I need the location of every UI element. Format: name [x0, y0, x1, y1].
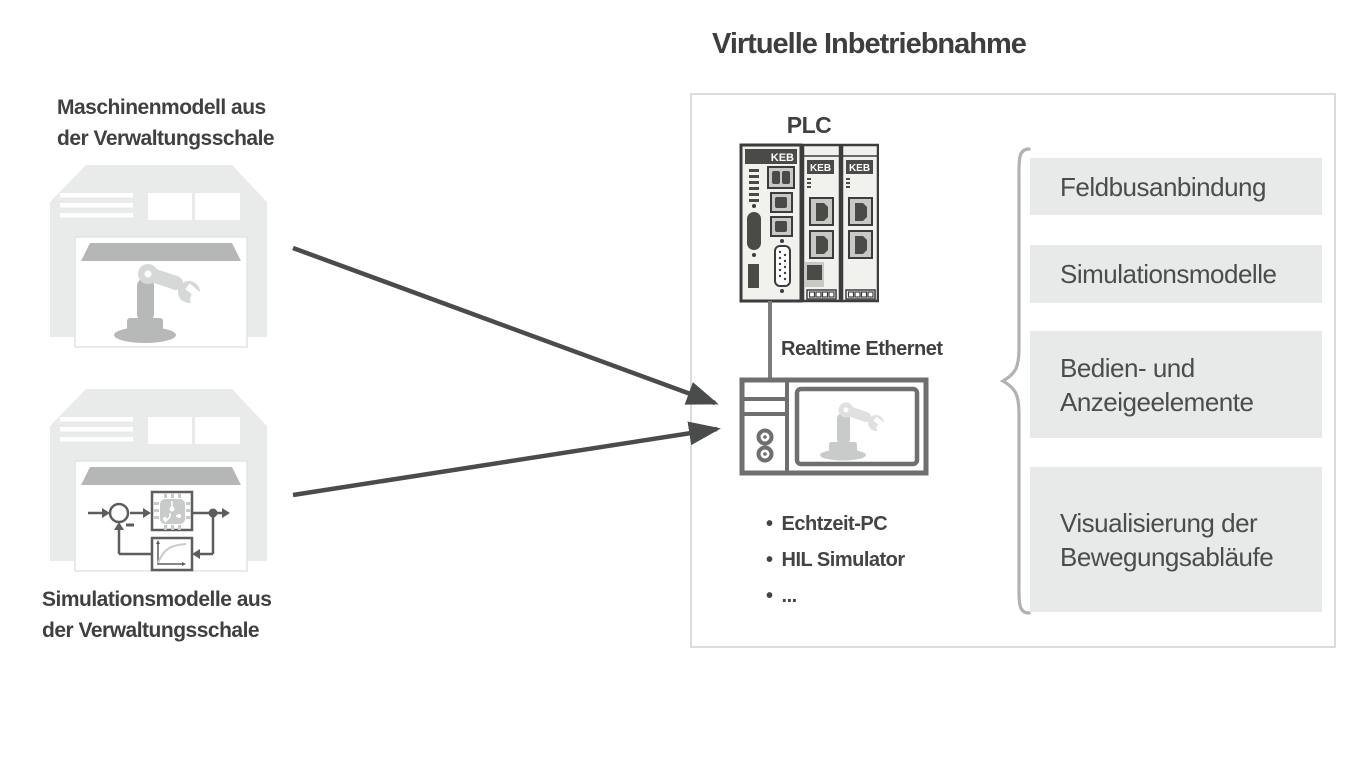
list-item: •Echtzeit-PC	[766, 513, 888, 535]
source-label-machine-model: Maschinenmodell aus der Verwaltungsschal…	[57, 92, 275, 154]
source-label-line2: der Verwaltungsschale	[57, 127, 275, 150]
realtime-ethernet-label: Realtime Ethernet	[781, 338, 943, 360]
list-item: •HIL Simulator	[766, 549, 905, 571]
factory-control-loop-icon	[50, 389, 267, 572]
feature-box-fieldbus: Feldbusanbindung	[1030, 158, 1322, 215]
plc-device-icon: KEB KEB	[739, 143, 879, 303]
feature-label: Simulationsmodelle	[1060, 259, 1277, 289]
bullet-icon: •	[766, 585, 773, 607]
realtime-ethernet-connector-line	[768, 301, 772, 381]
keb-logo-text: KEB	[849, 163, 870, 174]
feature-label: Bedien- und Anzeigeelemente	[1060, 352, 1254, 417]
plc-label: PLC	[786, 112, 832, 138]
robot-arm-icon	[114, 264, 203, 343]
source-label-line1: Simulationsmodelle aus	[42, 588, 272, 611]
bullet-icon: •	[766, 513, 773, 535]
arrow-simulation-models-to-pc	[292, 421, 721, 498]
source-label-line2: der Verwaltungsschale	[42, 619, 260, 642]
feature-label: Feldbusanbindung	[1060, 171, 1266, 202]
feature-box-simulation-models: Simulationsmodelle	[1030, 245, 1322, 303]
list-item: •...	[766, 585, 797, 607]
keb-logo-text: KEB	[771, 152, 794, 164]
source-label-simulation-models: Simulationsmodelle aus der Verwaltungssc…	[42, 584, 272, 646]
feature-label: Visualisierung der Bewegungsabläufe	[1060, 507, 1274, 572]
curly-brace-icon	[999, 147, 1031, 615]
keb-logo-text: KEB	[810, 163, 831, 174]
feature-box-operating-display-elements: Bedien- und Anzeigeelemente	[1030, 331, 1322, 438]
robot-arm-icon	[820, 402, 886, 461]
bullet-icon: •	[766, 549, 773, 571]
realtime-pc-icon	[739, 377, 929, 476]
arrow-machine-model-to-pc	[292, 245, 719, 406]
factory-robot-icon	[50, 165, 267, 348]
page-title: Virtuelle Inbetriebnahme	[712, 28, 1027, 60]
response-curve-icon	[156, 540, 187, 566]
pc-buttons-icon	[756, 428, 774, 463]
source-label-line1: Maschinenmodell aus	[57, 96, 266, 119]
pc-feature-list: •Echtzeit-PC •HIL Simulator •...	[766, 506, 905, 614]
feature-box-visualization: Visualisierung der Bewegungsabläufe	[1030, 467, 1322, 612]
chip-icon	[154, 493, 191, 530]
